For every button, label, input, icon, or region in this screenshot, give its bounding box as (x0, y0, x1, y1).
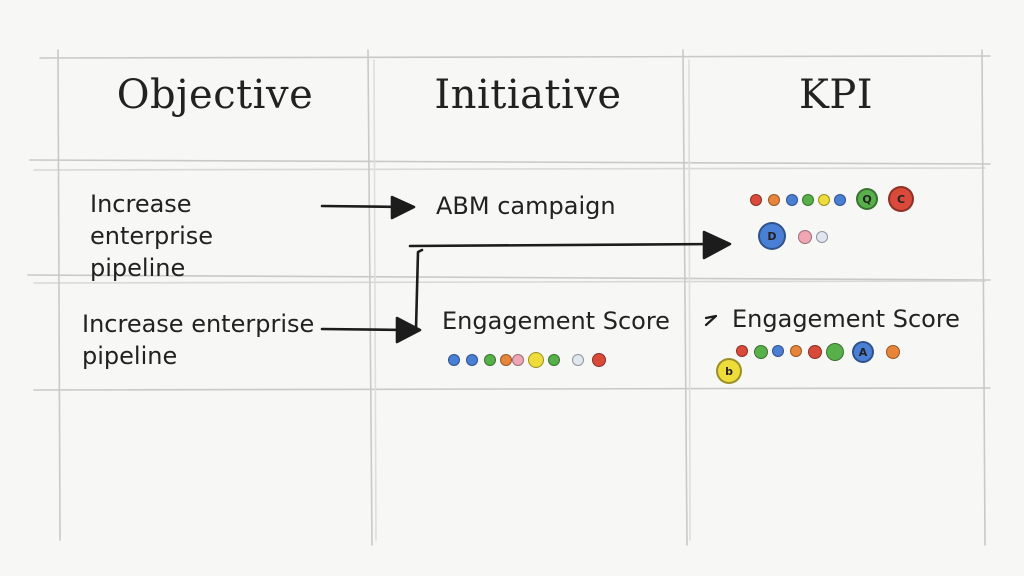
grid-line-col2-b (373, 59, 377, 541)
grid-line-row2 (33, 387, 991, 391)
arrow-row1-objective-to-initiative (320, 204, 406, 209)
red-dot-icon: C (888, 186, 914, 212)
green-dot-icon (548, 354, 560, 366)
pink-dot-icon (512, 354, 524, 366)
grid-line-header (29, 159, 991, 165)
row2-kpi-text: Engagement Score (732, 305, 960, 333)
light-dot-icon (572, 354, 584, 366)
orange-dot-icon (790, 345, 802, 357)
red-dot-icon (592, 353, 606, 367)
orange-dot-icon (500, 354, 512, 366)
yellow-dot-icon: b (716, 358, 742, 384)
yellow-dot-icon (528, 352, 544, 368)
yellow-dot-icon (818, 194, 830, 206)
header-objective: Objective (116, 72, 314, 118)
arrow-row2-head (395, 316, 422, 344)
grid-line-col4 (981, 49, 986, 546)
arrow-connector-vertical (414, 248, 424, 331)
grid-line-header-2 (33, 167, 986, 171)
grid-line-col3-b (688, 59, 691, 541)
blue-dot-icon (772, 345, 784, 357)
green-dot-icon (802, 194, 814, 206)
grid-line-col2 (367, 49, 373, 546)
arrow-connector-horizontal (408, 242, 720, 248)
grid-line-col1 (57, 49, 61, 541)
grid-line-row1-2 (33, 280, 986, 284)
row2-initiative-text: Engagement Score (442, 307, 670, 335)
blue-dot-icon: D (758, 222, 786, 250)
pink-dot-icon (798, 230, 812, 244)
green-dot-icon (754, 345, 768, 359)
blue-dot-icon (448, 354, 460, 366)
green-dot-icon: Q (856, 188, 878, 210)
red-dot-icon (808, 345, 822, 359)
grid-line-top (39, 55, 991, 59)
red-dot-icon (750, 194, 762, 206)
red-dot-icon (736, 345, 748, 357)
orange-dot-icon (886, 345, 900, 359)
blue-dot-icon: A (852, 341, 874, 363)
header-initiative: Initiative (434, 72, 622, 118)
arrow-row1-head (390, 195, 416, 220)
arrow-kpi-small (704, 314, 718, 327)
green-dot-icon (826, 343, 844, 361)
grid-line-row1 (27, 274, 991, 281)
header-kpi: KPI (798, 72, 874, 118)
row2-objective-text: Increase enterprise pipeline (82, 310, 315, 370)
arrow-row2-objective-to-initiative (320, 327, 410, 332)
row1-objective-text: Increase enterprise pipeline (90, 190, 214, 282)
orange-dot-icon (768, 194, 780, 206)
blue-dot-icon (786, 194, 798, 206)
green-dot-icon (484, 354, 496, 366)
light-dot-icon (816, 231, 828, 243)
grid-line-col3 (682, 49, 688, 546)
arrow-connector-head (702, 230, 732, 260)
row1-initiative-text: ABM campaign (436, 192, 616, 220)
blue-dot-icon (834, 194, 846, 206)
blue-dot-icon (466, 354, 478, 366)
